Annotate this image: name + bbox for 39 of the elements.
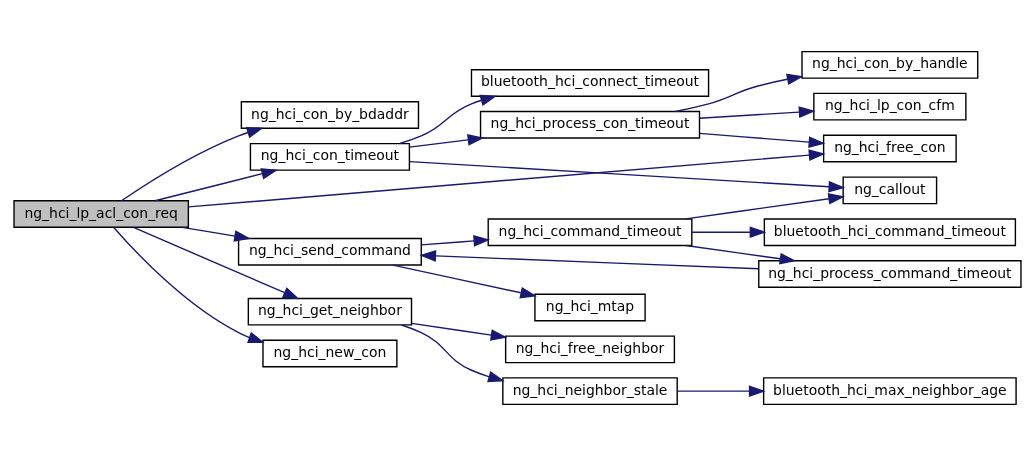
node-box: ng_hci_lp_acl_con_req — [13, 200, 190, 228]
arrow — [685, 193, 845, 220]
arrow — [420, 235, 491, 247]
arrow — [698, 132, 826, 148]
node-box: ng_callout — [842, 176, 938, 205]
arrow — [408, 134, 485, 148]
node-box: ng_hci_con_by_bdaddr — [240, 101, 420, 129]
node-box: ng_hci_get_neighbor — [247, 297, 413, 326]
arrow — [120, 127, 264, 202]
arrow — [419, 250, 760, 270]
node-box: ng_hci_send_command — [237, 237, 422, 266]
node-box: ng_hci_command_timeout — [487, 218, 693, 247]
node-box: ng_hci_con_by_handle — [801, 50, 979, 79]
arrow — [409, 160, 846, 193]
node-box: ng_hci_neighbor_stale — [502, 377, 678, 406]
arrow — [691, 226, 767, 239]
arrow — [132, 226, 300, 300]
node-box: ng_hci_free_con — [822, 134, 957, 163]
node-box: ng_hci_process_con_timeout — [479, 110, 701, 139]
arrow — [181, 226, 251, 242]
node-box: ng_hci_process_command_timeout — [758, 260, 1022, 288]
arrow — [685, 244, 797, 265]
arrow — [392, 264, 537, 299]
node-box: bluetooth_hci_connect_timeout — [470, 69, 710, 97]
node-box: bluetooth_hci_max_neighbor_age — [762, 377, 1017, 406]
node-box: ng_hci_mtap — [534, 293, 646, 322]
node-box: ng_hci_lp_con_cfm — [813, 92, 967, 121]
node-box: ng_hci_new_con — [262, 339, 398, 368]
arrow — [411, 322, 508, 341]
node-box: bluetooth_hci_command_timeout — [763, 218, 1017, 247]
arrow — [154, 168, 279, 202]
arrow — [187, 149, 826, 208]
arrow — [400, 324, 505, 383]
node-box: ng_hci_con_timeout — [249, 142, 411, 171]
arrow — [113, 226, 265, 343]
arrow — [698, 106, 816, 119]
arrow — [676, 385, 766, 398]
arrow — [399, 94, 497, 145]
node-box: ng_hci_free_neighbor — [504, 335, 676, 364]
